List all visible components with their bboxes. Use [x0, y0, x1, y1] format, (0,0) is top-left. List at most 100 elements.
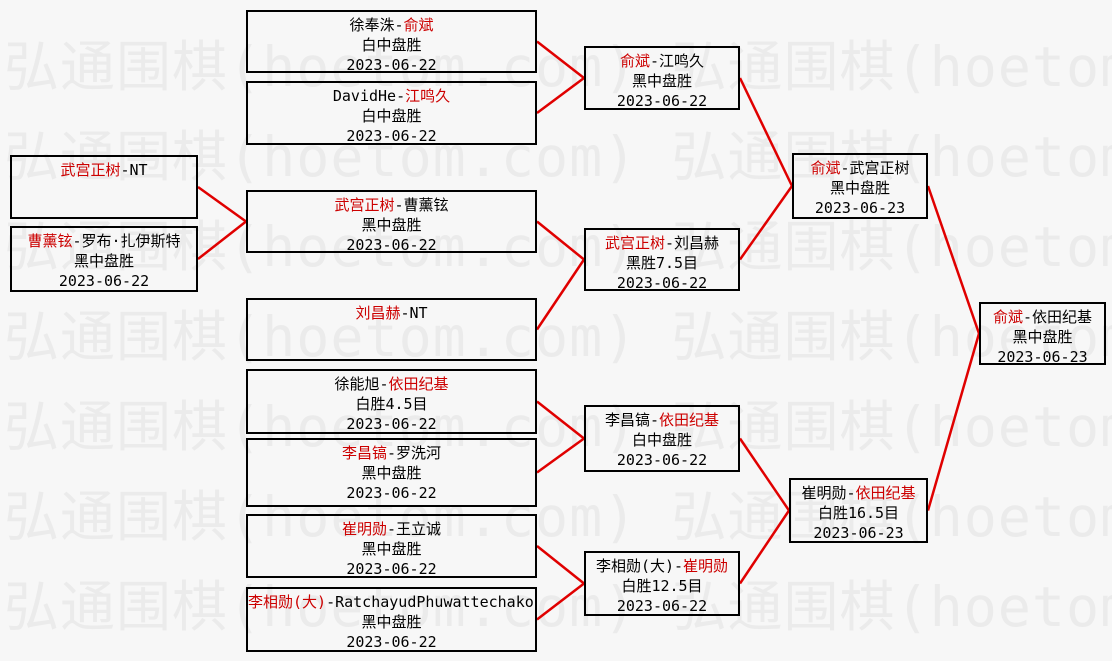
- winner-name: 江鸣久: [405, 87, 451, 105]
- match-box-m6[interactable]: 刘昌赫-NT: [246, 298, 537, 361]
- match-box-m8[interactable]: 李昌镐-罗洗河黑中盘胜 2023-06-22: [246, 438, 537, 507]
- match-result: 黑中盘胜: [361, 613, 422, 631]
- match-box-m1[interactable]: 徐奉洙-俞斌白中盘胜 2023-06-22: [246, 10, 537, 74]
- player-name: 曹薰铉: [403, 196, 449, 214]
- winner-name: 李相勋(大): [248, 593, 327, 611]
- match-box-m7[interactable]: 徐能旭-依田纪基白胜4.5目 2023-06-22: [246, 369, 537, 434]
- players-line: 李昌镐-依田纪基: [586, 410, 738, 430]
- player-separator: -: [72, 232, 82, 250]
- player-name: 武宫正树: [849, 159, 910, 177]
- match-result: 白胜16.5目: [817, 504, 900, 522]
- player-name: NT: [409, 304, 428, 322]
- winner-name: 俞斌: [810, 159, 841, 177]
- player-name: 江鸣久: [659, 52, 705, 70]
- match-date: 2023-06-23: [814, 199, 906, 217]
- match-box-m15[interactable]: 俞斌-武宫正树黑中盘胜 2023-06-23: [792, 153, 928, 219]
- player-name: 李相勋(大): [595, 557, 674, 575]
- match-date: 2023-06-22: [346, 484, 437, 502]
- winner-name: 刘昌赫: [355, 304, 401, 322]
- winner-name: 俞斌: [992, 308, 1023, 326]
- winner-name: 曹薰铉: [27, 232, 73, 250]
- players-line: 武宫正树-曹薰铉: [248, 195, 535, 215]
- winner-name: 武宫正树: [60, 161, 121, 179]
- players-line: 李相勋(大)-崔明勋: [586, 556, 738, 576]
- match-box-m3[interactable]: 武宫正树-NT: [10, 155, 198, 219]
- winner-name: 俞斌: [619, 52, 650, 70]
- match-result: 黑中盘胜: [631, 72, 692, 90]
- winner-name: 武宫正树: [334, 196, 395, 214]
- match-box-m9[interactable]: 崔明勋-王立诚黑中盘胜 2023-06-22: [246, 514, 537, 578]
- match-date: 2023-06-22: [346, 415, 437, 433]
- player-name: RatchayudPhuwattechakon: [335, 593, 535, 611]
- match-result: 黑中盘胜: [361, 464, 422, 482]
- match-date: 2023-06-23: [997, 348, 1088, 366]
- players-line: 崔明勋-依田纪基: [791, 483, 926, 503]
- winner-name: 依田纪基: [659, 411, 720, 429]
- winner-name: 依田纪基: [388, 375, 449, 393]
- match-box-m14[interactable]: 李相勋(大)-崔明勋白胜12.5目 2023-06-22: [584, 551, 740, 616]
- player-separator: -: [386, 520, 397, 538]
- player-separator: -: [326, 593, 336, 611]
- players-line: 武宫正树-NT: [12, 160, 196, 180]
- match-date: 2023-06-22: [346, 127, 437, 145]
- player-separator: -: [120, 161, 130, 179]
- player-separator: -: [394, 196, 404, 214]
- player-separator: -: [649, 411, 660, 429]
- match-date: 2023-06-22: [616, 274, 708, 292]
- match-result: 白中盘胜: [361, 36, 422, 54]
- match-result: 黑中盘胜: [829, 179, 890, 197]
- match-date: 2023-06-22: [346, 56, 437, 74]
- winner-name: 崔明勋: [341, 520, 387, 538]
- match-box-m11[interactable]: 俞斌-江鸣久黑中盘胜 2023-06-22: [584, 46, 740, 110]
- player-separator: -: [649, 52, 660, 70]
- player-name: 王立诚: [396, 520, 442, 538]
- player-name: 李昌镐: [604, 411, 650, 429]
- player-separator: -: [400, 304, 410, 322]
- match-date: 2023-06-22: [346, 560, 437, 578]
- match-result: 黑中盘胜: [361, 540, 422, 558]
- players-line: 刘昌赫-NT: [248, 303, 535, 323]
- match-result: 白胜4.5目: [355, 395, 428, 413]
- match-date: 2023-06-23: [813, 524, 904, 542]
- match-result: 黑中盘胜: [361, 216, 422, 234]
- match-result: 黑胜7.5目: [625, 254, 699, 272]
- winner-name: 崔明勋: [683, 557, 729, 575]
- player-name: 徐能旭: [334, 375, 380, 393]
- winner-name: 俞斌: [403, 16, 434, 34]
- match-result: 白中盘胜: [631, 431, 692, 449]
- player-name: DavidHe: [332, 87, 397, 105]
- player-name: 刘昌赫: [674, 234, 720, 252]
- match-result: 白胜12.5目: [621, 577, 703, 595]
- players-line: 俞斌-武宫正树: [794, 158, 926, 178]
- winner-name: 李昌镐: [341, 444, 387, 462]
- player-name: 徐奉洙: [349, 16, 395, 34]
- match-date: 2023-06-22: [616, 597, 708, 615]
- player-name: 罗布·扎伊斯特: [81, 232, 181, 250]
- player-name: 罗洗河: [396, 444, 442, 462]
- players-line: DavidHe-江鸣久: [248, 86, 535, 106]
- winner-name: 依田纪基: [855, 484, 916, 502]
- match-result: 白中盘胜: [361, 107, 422, 125]
- players-line: 李相勋(大)-RatchayudPhuwattechakon: [248, 592, 535, 612]
- winner-name: 武宫正树: [604, 234, 665, 252]
- match-date: 2023-06-22: [346, 633, 437, 651]
- players-line: 李昌镐-罗洗河: [248, 443, 535, 463]
- match-result: 黑中盘胜: [1012, 328, 1073, 346]
- player-separator: -: [846, 484, 856, 502]
- players-line: 徐能旭-依田纪基: [248, 374, 535, 394]
- players-line: 徐奉洙-俞斌: [248, 15, 535, 35]
- player-name: 崔明勋: [801, 484, 847, 502]
- players-line: 曹薰铉-罗布·扎伊斯特: [12, 231, 196, 251]
- match-date: 2023-06-22: [616, 451, 708, 469]
- match-box-m2[interactable]: DavidHe-江鸣久白中盘胜 2023-06-22: [246, 81, 537, 145]
- match-date: 2023-06-22: [616, 92, 708, 110]
